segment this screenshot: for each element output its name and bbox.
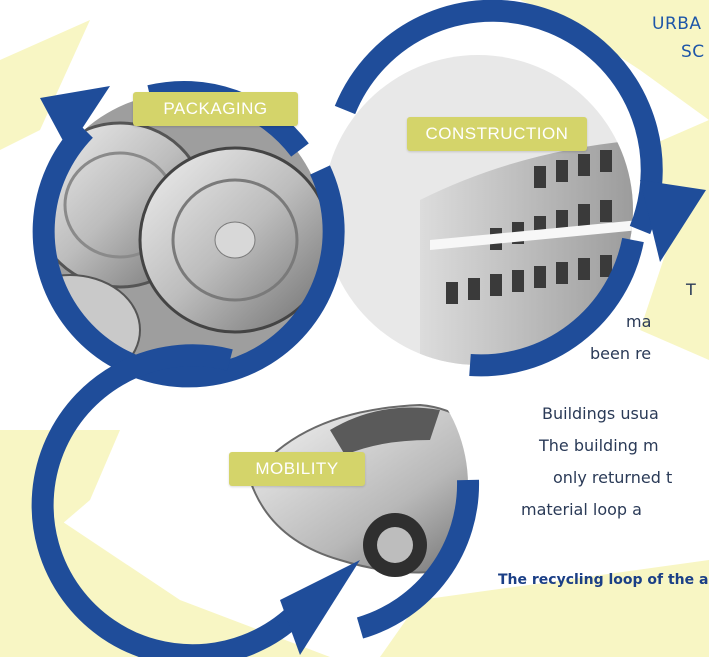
background-arrow-bottom-right [380,560,709,657]
body-line-2: ma [626,312,652,331]
mobility-ring-right [356,479,480,639]
construction-ring-lower [469,237,644,377]
background-arrow-left [0,430,120,560]
body-line-5: The building m [539,436,659,455]
heading-line-1: URBA [652,14,702,34]
body-line-1: T [686,280,696,299]
figure-caption: The recycling loop of the a [498,572,709,588]
arrowhead-packaging [40,86,110,150]
mobility-ring [31,344,308,657]
background-arrow-left-top [0,20,90,150]
mobility-label: MOBILITY [229,452,365,486]
ring-arrowheads [40,86,706,655]
background-arrow-bottom [0,520,330,657]
body-line-6: only returned t [553,468,673,487]
recycling-rings [31,0,663,657]
construction-ring [334,0,663,235]
construction-label: CONSTRUCTION [407,117,587,151]
arrowhead-construction [640,180,706,262]
heading-line-2: SC [681,42,705,62]
packaging-ring [32,122,345,388]
body-line-3: been re [590,344,652,363]
body-line-4: Buildings usua [542,404,659,423]
arrowhead-mobility [280,560,360,655]
background-arrow-top-right [520,0,709,120]
packaging-label: PACKAGING [133,92,298,126]
body-line-7: material loop a [521,500,642,519]
